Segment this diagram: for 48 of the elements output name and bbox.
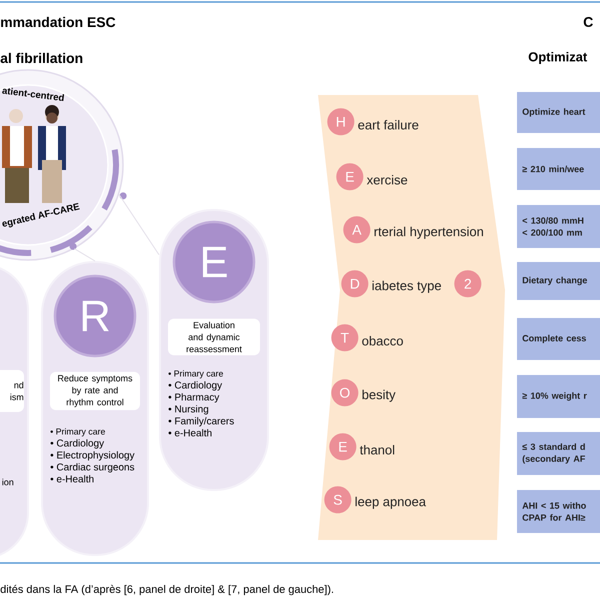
- target-box: Dietary change: [517, 262, 600, 300]
- target-box: AHI < 15 witho CPAP for AHI≥: [517, 490, 600, 533]
- row-text: obacco: [362, 336, 403, 346]
- node-label: • Cardiology: [50, 439, 104, 449]
- letter-badge: H: [327, 108, 354, 136]
- text-box: nd ism: [0, 370, 24, 412]
- node-label: • Nursing: [168, 405, 208, 414]
- node-label: • e-Health: [168, 429, 212, 436]
- chevron-band: [318, 95, 505, 540]
- letter-badge: T: [331, 324, 358, 352]
- node-label: • Cardiology: [168, 381, 222, 391]
- letter-badge: D: [341, 270, 368, 298]
- row-text: rterial hypertension: [374, 226, 483, 239]
- row-text: leep apnoea: [356, 496, 426, 509]
- letter-badge: A: [343, 216, 370, 244]
- row-text: iabetes type: [372, 280, 441, 293]
- node-label: • Electrophysiology: [50, 451, 134, 461]
- row-text: thanol: [360, 445, 394, 455]
- node-label: • Primary care: [50, 428, 105, 436]
- row-text: xercise: [366, 175, 408, 185]
- bullet-list: • Primary care • Cardiology • Electrophysiology • Cardiac surgeons • e-Health: [50, 428, 134, 482]
- title: mmandation ESC: [1, 16, 116, 28]
- text-box: Reduce symptoms by rate and rhythm control: [50, 372, 140, 410]
- target-box: ≥ 10% weight r: [517, 375, 600, 418]
- row-text: besity: [362, 390, 396, 402]
- caption: dités dans la FA (d’après [6, panel de droite] & [7, panel de gauche]).: [0, 584, 333, 596]
- heading: Optimizat: [528, 52, 588, 64]
- letter-badge: 2: [454, 270, 482, 298]
- target-box: Optimize heart: [517, 92, 600, 133]
- node-label: • Primary care: [168, 370, 223, 378]
- letter-badge: E: [329, 433, 356, 460]
- row-text: eart failure: [358, 120, 418, 130]
- node-label: • e-Health: [50, 475, 94, 482]
- target-box: ≤ 3 standard d (secondary AF: [517, 432, 600, 475]
- node-label: • Pharmacy: [168, 393, 220, 403]
- node-label: • Cardiac surgeons: [50, 463, 134, 472]
- target-box: < 130/80 mmH < 200/100 mm: [517, 205, 600, 248]
- heading: C: [584, 17, 593, 27]
- target-box: ≥ 210 min/wee: [517, 148, 600, 190]
- connector-line: [118, 194, 160, 256]
- letter-badge: O: [331, 379, 358, 406]
- node-label: • Family/carers: [168, 417, 234, 426]
- bullet-list: • Primary care • Cardiology • Pharmacy • Nursing • Family/carers • e-Health: [168, 370, 234, 436]
- list-text: ion: [2, 478, 14, 486]
- text-box: Evaluation and dynamic reassessment: [168, 318, 260, 356]
- target-box: Complete cess: [517, 318, 600, 360]
- letter-badge: E: [336, 163, 364, 190]
- letter-badge: S: [324, 486, 352, 514]
